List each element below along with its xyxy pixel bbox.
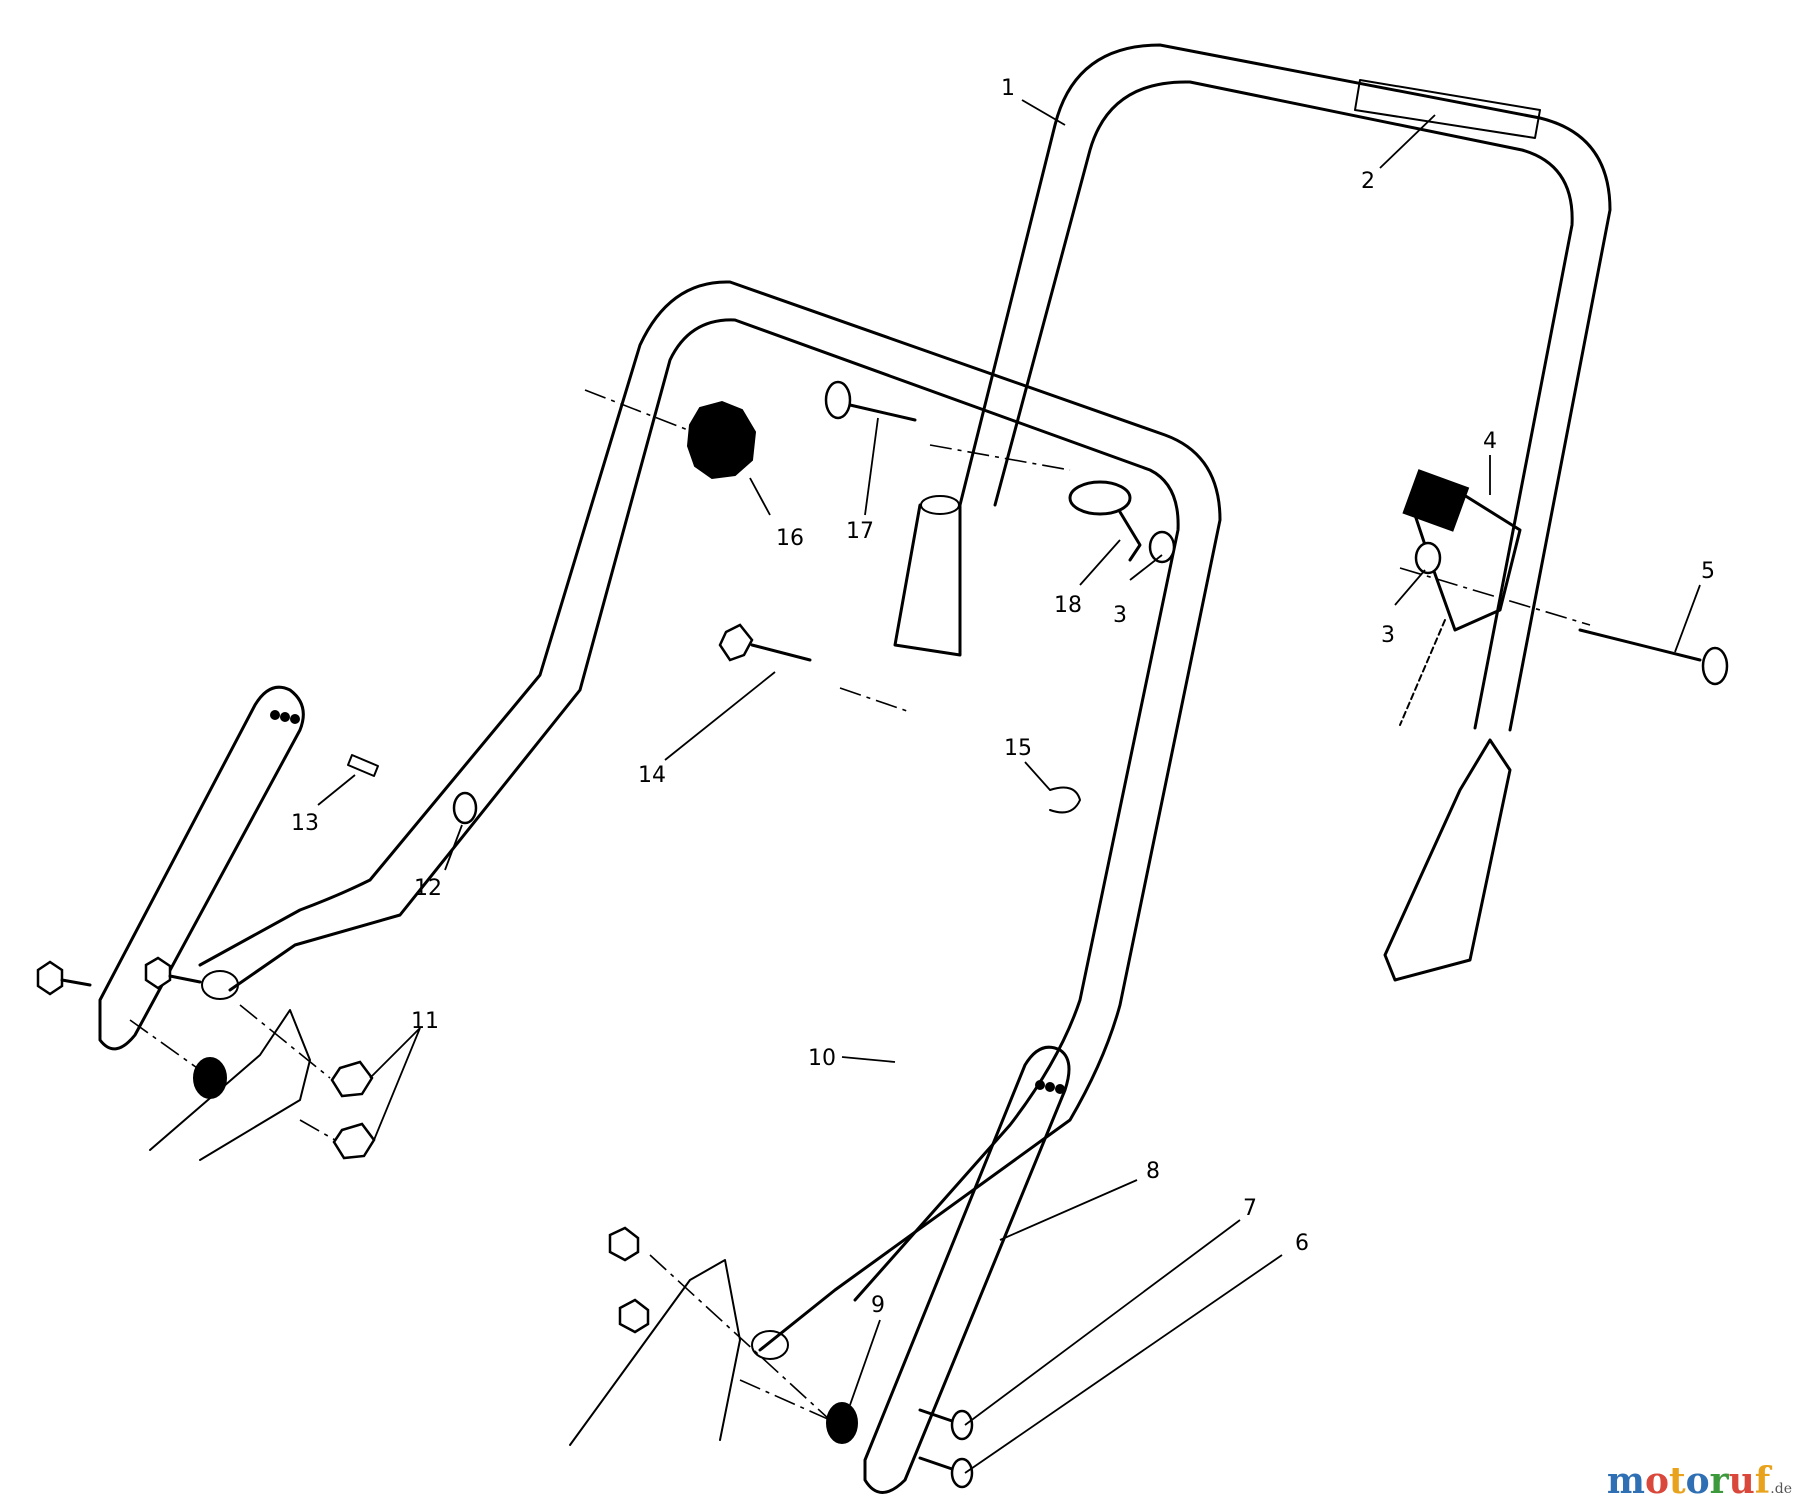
lock-nut-upper	[1148, 530, 1176, 564]
bolt-left-outer	[36, 960, 92, 996]
bolt-7	[918, 1408, 974, 1441]
callout-12: 12	[414, 876, 442, 901]
carriage-bolt-right	[1578, 628, 1729, 686]
callout-3: 3	[1113, 603, 1127, 628]
deck-bracket-left	[149, 1009, 311, 1161]
watermark-letter-2: o	[1644, 1460, 1669, 1502]
watermark-letter-1: m	[1606, 1460, 1645, 1502]
callout-14: 14	[638, 763, 666, 788]
right-handle-tube-lower	[1383, 738, 1512, 982]
watermark-letter-7: f	[1754, 1460, 1771, 1502]
nut-lower-a	[608, 1226, 640, 1262]
nut-lower-b	[618, 1298, 650, 1334]
carriage-bolt	[824, 380, 917, 422]
cable-bracket	[1399, 469, 1522, 726]
spacer-right	[826, 1402, 858, 1444]
watermark-suffix: .de	[1770, 1481, 1792, 1497]
lower-handle	[198, 280, 1222, 1360]
callout-4: 4	[1483, 429, 1497, 454]
watermark-letter-6: u	[1728, 1460, 1755, 1502]
callout-3: 3	[1381, 623, 1395, 648]
callout-8: 8	[1146, 1159, 1160, 1184]
callout-15: 15	[1004, 736, 1032, 761]
callout-7: 7	[1243, 1196, 1257, 1221]
spacer-left	[193, 1057, 227, 1099]
leader-lines	[317, 99, 1701, 1474]
watermark-letter-3: t	[1668, 1460, 1686, 1502]
bolt-6	[918, 1456, 974, 1489]
hairpin-clip	[1049, 786, 1081, 814]
site-watermark: motoruf.de	[1607, 1460, 1792, 1502]
callout-18: 18	[1054, 593, 1082, 618]
callout-17: 17	[846, 519, 874, 544]
assembly-lines	[129, 389, 1591, 1421]
callout-1: 1	[1001, 76, 1015, 101]
callout-6: 6	[1295, 1231, 1309, 1256]
callout-13: 13	[291, 811, 319, 836]
callout-16: 16	[776, 526, 804, 551]
callout-2: 2	[1361, 169, 1375, 194]
callout-9: 9	[871, 1293, 885, 1318]
deck-bracket-right	[569, 1259, 741, 1446]
pin-13	[347, 754, 379, 777]
callouts: 1 2 3 3 4 5 6 7 8 9 10 11 12 13 14 15 16…	[291, 76, 1715, 1318]
upper-handle	[893, 43, 1612, 732]
hex-bolt-center	[718, 623, 812, 662]
bolt-left-inner	[144, 956, 202, 990]
lock-nut-11b	[332, 1122, 376, 1160]
handle-link-left	[98, 685, 305, 1051]
callout-10: 10	[808, 1046, 836, 1071]
nut-12	[452, 791, 478, 825]
handle-link-right	[863, 1045, 1071, 1494]
cable-clip	[1068, 480, 1142, 562]
lock-nut-11a	[330, 1060, 374, 1098]
callout-11: 11	[411, 1009, 439, 1034]
handle-grip-label	[1354, 79, 1541, 139]
watermark-letter-5: r	[1709, 1460, 1729, 1502]
callout-5: 5	[1701, 559, 1715, 584]
lock-nut-bracket	[1414, 541, 1442, 575]
handle-knob	[686, 400, 757, 480]
watermark-letter-4: o	[1685, 1460, 1710, 1502]
